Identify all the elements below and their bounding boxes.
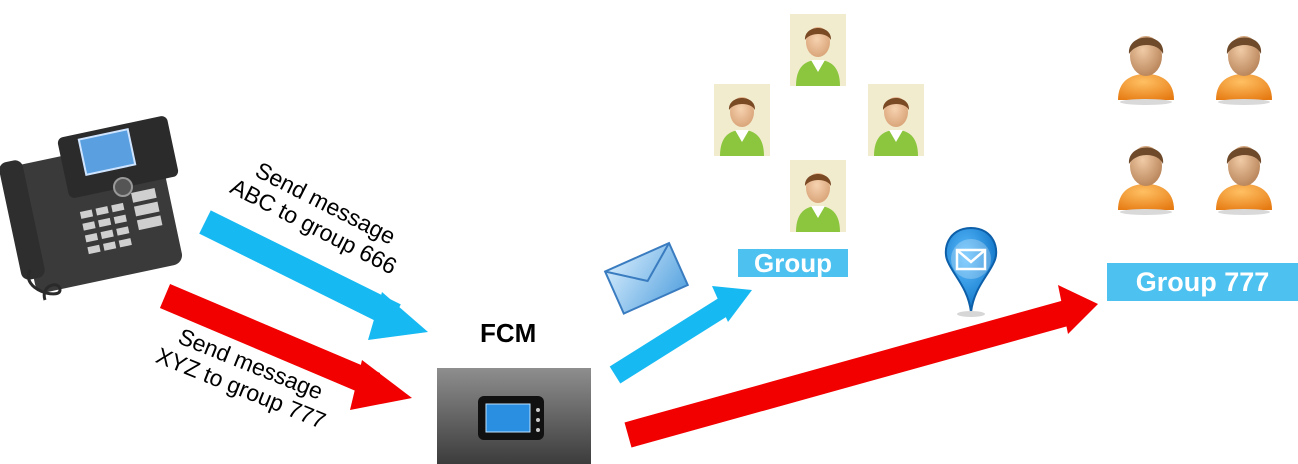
arrow-to-group-777 bbox=[624, 285, 1098, 448]
person-orange-icon bbox=[1118, 36, 1174, 105]
person-green-icon bbox=[714, 84, 770, 156]
arrow-to-group-666 bbox=[609, 286, 752, 384]
fcm-label: FCM bbox=[480, 318, 537, 348]
mail-location-pin-icon bbox=[944, 226, 998, 317]
group-777-label: Group 777 bbox=[1107, 263, 1298, 301]
fcm-device-icon bbox=[437, 368, 591, 464]
group-666-label: Group bbox=[738, 249, 848, 277]
person-orange-icon bbox=[1216, 146, 1272, 215]
person-green-icon bbox=[790, 14, 846, 86]
arrow-xyz-red bbox=[159, 284, 412, 410]
envelope-icon bbox=[603, 241, 690, 315]
person-orange-icon bbox=[1216, 36, 1272, 105]
person-green-icon bbox=[868, 84, 924, 156]
ip-phone-icon bbox=[0, 116, 183, 301]
person-orange-icon bbox=[1118, 146, 1174, 215]
arrow-abc-blue bbox=[199, 210, 428, 340]
person-green-icon bbox=[790, 160, 846, 232]
